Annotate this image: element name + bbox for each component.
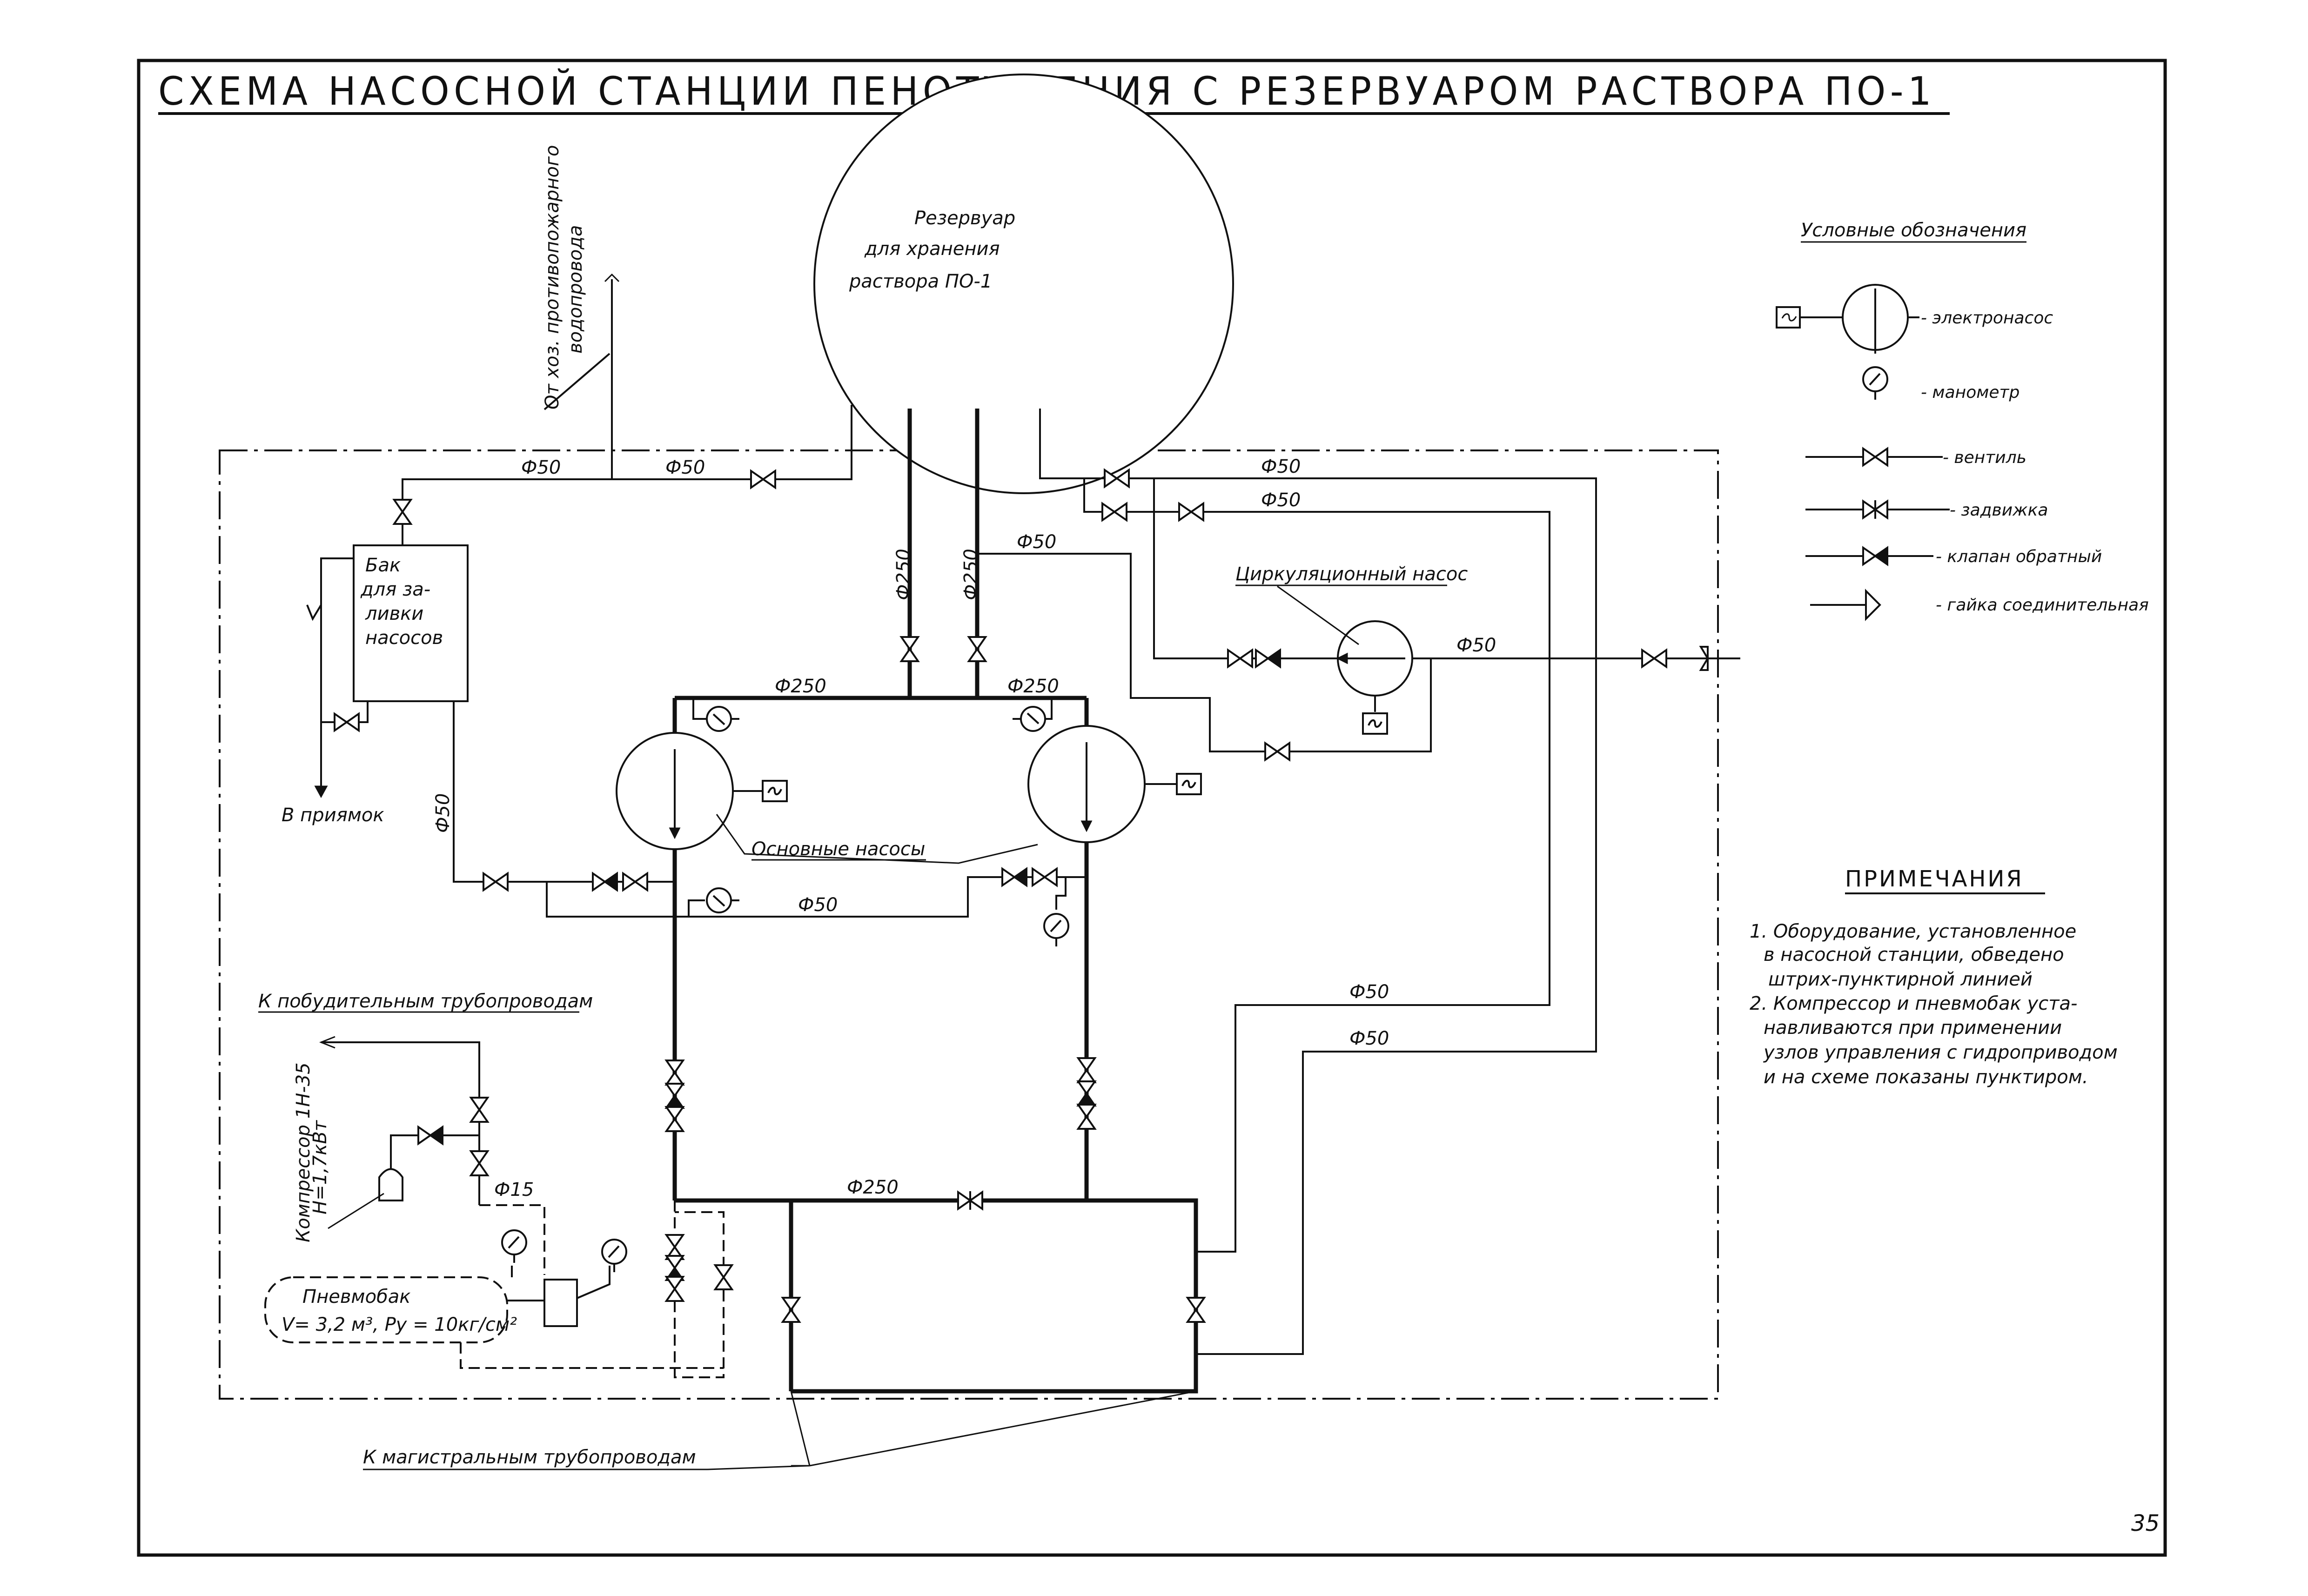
note-2-line-1: 2. Компрессор и пневмобак уста-	[1750, 993, 2077, 1014]
dia-label-d15: Ф15	[494, 1179, 534, 1200]
priming-tank: Бак для за- ливки насосов	[353, 544, 469, 702]
legend-gauge-label: - манометр	[1921, 383, 2020, 402]
dia-label-d250-left: Ф250	[893, 549, 914, 600]
dia-label-d250-right: Ф250	[960, 549, 982, 600]
legend-check-valve-icon	[1805, 547, 1933, 565]
dia-label-d250-header2: Ф250	[1007, 676, 1059, 697]
circulation-pump-label: Циркуляционный насос	[1235, 563, 1468, 585]
note-2-line-4: и на схеме показаны пунктиром.	[1764, 1066, 2088, 1088]
note-1-line-3: штрих-пунктирной линией	[1768, 969, 2033, 990]
legend-gauge-icon	[1862, 366, 1888, 401]
dia-label-d250-bottom: Ф250	[847, 1177, 899, 1198]
compressor-label: Компрессор 1Н-35 Н=1,7кВт	[293, 1062, 331, 1242]
dia-label-d250-header1: Ф250	[775, 676, 826, 697]
main-pump-left	[616, 732, 788, 850]
legend-sluice-valve-icon	[1805, 499, 1950, 520]
tank-label-4: насосов	[365, 627, 443, 649]
mains-label: К магистральным трубопроводам	[363, 1447, 696, 1468]
dia-label-d50-ret3: Ф50	[1349, 981, 1389, 1003]
dia-label-d50-top2: Ф50	[665, 457, 705, 478]
legend: Условные обозначения - электронасос - ма…	[1776, 220, 2149, 621]
reservoir-label-1: Резервуар	[914, 208, 1015, 229]
legend-gate-valve-icon	[1805, 448, 1943, 466]
legend-pump-icon	[1776, 284, 1919, 354]
tank-label-2: для за-	[360, 579, 430, 600]
valve-block	[543, 1279, 578, 1327]
page-number: 35	[2131, 1510, 2160, 1536]
dia-label-d50-out: Ф50	[1456, 635, 1496, 656]
note-1-line-1: 1. Оборудование, установленное	[1750, 921, 2076, 942]
legend-sluice-valve-label: - задвижка	[1950, 501, 2048, 520]
dia-label-d50-mid: Ф50	[798, 894, 838, 916]
pneumotank-label-1: Пневмобак	[302, 1286, 410, 1308]
pneumotank-label-2: V= 3,2 м³, Ру = 10кг/см²	[282, 1314, 517, 1335]
water-supply-line-2: водопровода	[565, 225, 586, 354]
legend-connector-nut-icon	[1810, 589, 1881, 621]
dia-label-d50-ret4: Ф50	[1349, 1028, 1389, 1049]
pneumotank	[264, 1276, 508, 1343]
dia-label-d50-tank: Ф50	[432, 793, 454, 833]
legend-title: Условные обозначения	[1801, 220, 2026, 241]
dia-label-d50-circ: Ф50	[1017, 531, 1056, 553]
water-supply-line-1: От хоз. противопожарного	[542, 145, 563, 409]
legend-pump-label: - электронасос	[1921, 308, 2053, 328]
note-2-line-3: узлов управления с гидроприводом	[1763, 1042, 2118, 1063]
drain-label: В приямок	[282, 805, 384, 826]
reservoir-label-2: для хранения	[864, 238, 1000, 260]
legend-connector-nut-label: - гайка соединительная	[1936, 596, 2149, 615]
compressor-line-1: Компрессор 1Н-35	[293, 1062, 314, 1242]
legend-gate-valve-label: - вентиль	[1943, 448, 2026, 467]
tank-label-1: Бак	[365, 555, 401, 576]
sheet-frame	[137, 59, 2167, 1557]
notes-title: ПРИМЕЧАНИЯ	[1845, 866, 2024, 892]
note-1-line-2: в насосной станции, обведено	[1764, 944, 2064, 966]
impulse-label: К побудительным трубопроводам	[258, 991, 593, 1012]
notes: ПРИМЕЧАНИЯ 1. Оборудование, установленно…	[1750, 866, 2118, 1088]
main-pump-right	[1027, 725, 1202, 843]
reservoir-label-3: раствора ПО-1	[849, 271, 992, 292]
dia-label-d50-top1: Ф50	[521, 457, 561, 478]
water-supply-label: От хоз. противопожарного водопровода	[542, 145, 586, 409]
reservoir: Резервуар для хранения раствора ПО-1	[813, 74, 1234, 494]
dia-label-d50-ret2: Ф50	[1261, 490, 1301, 511]
legend-check-valve-label: - клапан обратный	[1936, 547, 2102, 566]
main-pumps-label: Основные насосы	[751, 838, 925, 860]
dia-label-d50-ret1: Ф50	[1261, 456, 1301, 477]
note-2-line-2: навливаются при применении	[1764, 1017, 2062, 1039]
compressor-line-2: Н=1,7кВт	[309, 1120, 331, 1214]
tank-label-3: ливки	[365, 603, 423, 624]
